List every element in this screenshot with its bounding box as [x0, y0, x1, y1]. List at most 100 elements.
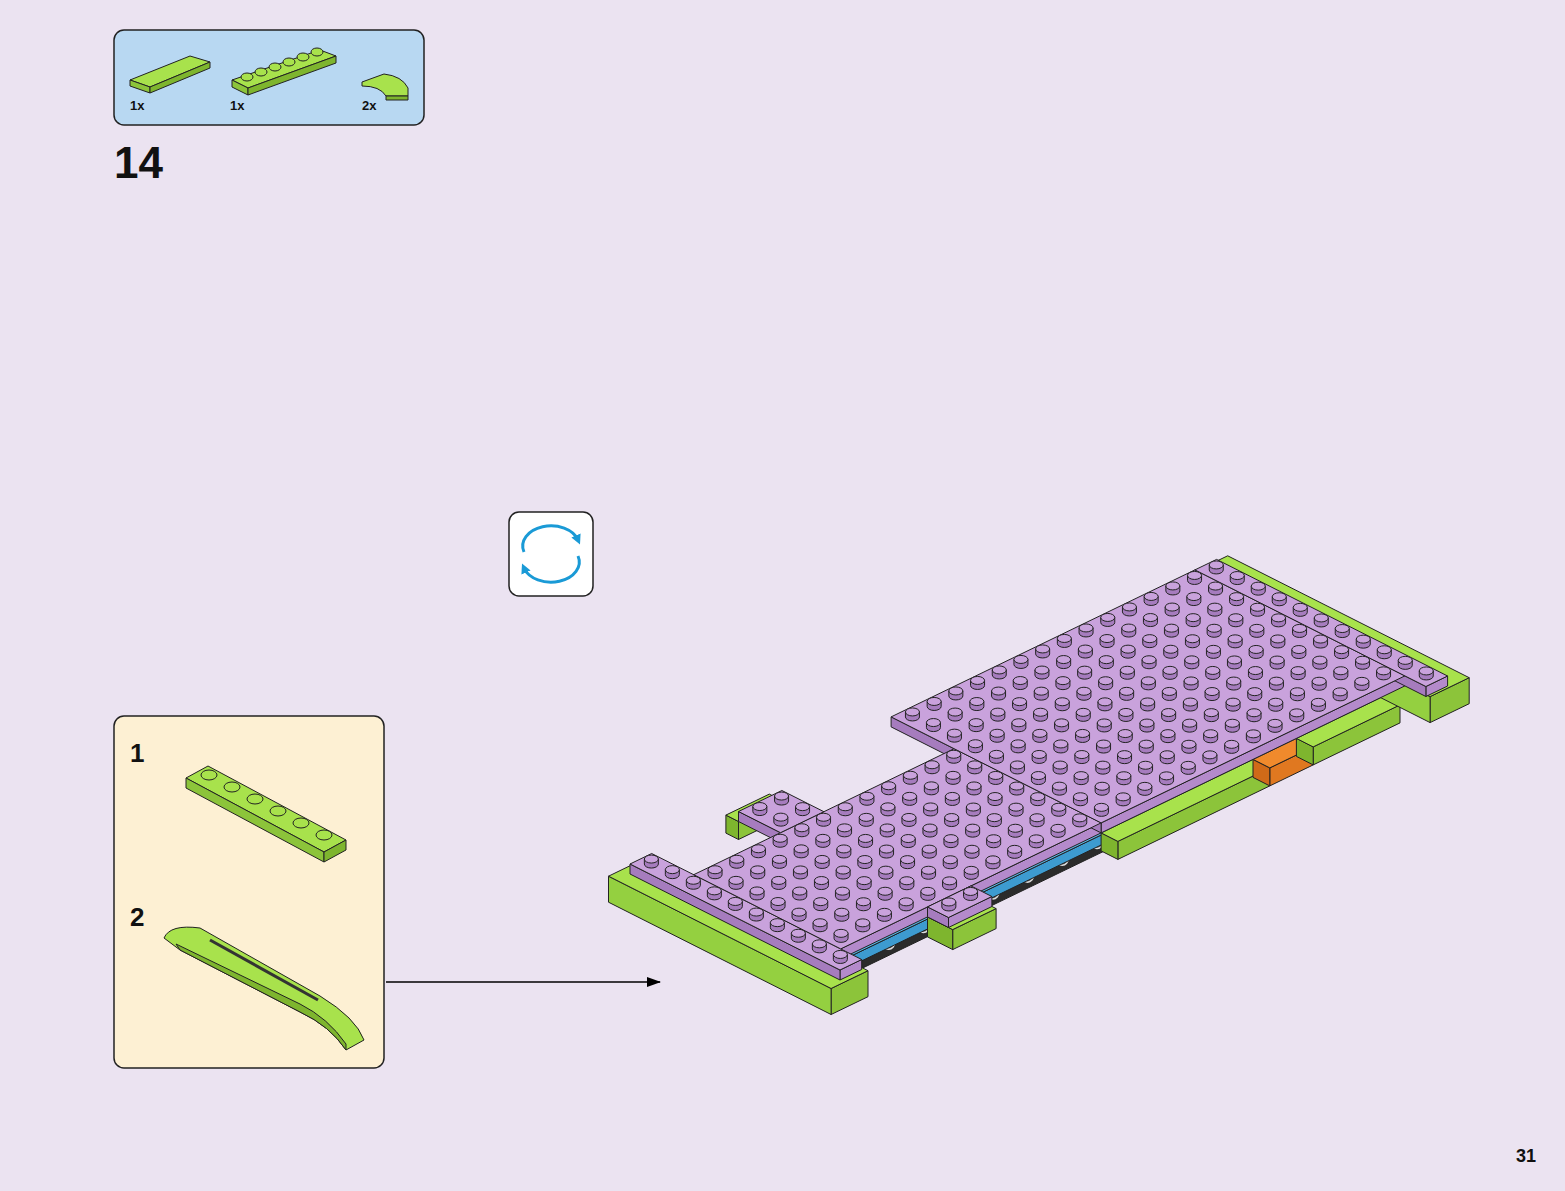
stud — [753, 803, 767, 816]
stud — [1101, 613, 1115, 626]
stud — [922, 866, 936, 879]
stud — [1161, 730, 1175, 743]
stud — [991, 708, 1005, 721]
stud — [992, 666, 1006, 679]
stud — [813, 919, 827, 932]
stud — [1187, 593, 1201, 606]
stud — [1053, 761, 1067, 774]
stud — [1312, 677, 1326, 690]
stud — [1055, 719, 1069, 732]
stud — [1268, 719, 1282, 732]
stud — [1035, 666, 1049, 679]
stud — [1034, 708, 1048, 721]
model — [609, 556, 1470, 1015]
stud — [772, 876, 786, 889]
stud — [751, 866, 765, 879]
parts-list-box: 1x1x2x — [114, 30, 424, 125]
stud — [1165, 603, 1179, 616]
stud — [992, 687, 1006, 700]
stud — [1117, 772, 1131, 785]
stud — [1183, 698, 1197, 711]
stud — [835, 887, 849, 900]
stud — [922, 845, 936, 858]
stud — [947, 729, 961, 742]
stud — [1096, 761, 1110, 774]
stud — [1207, 624, 1221, 637]
stud — [1356, 656, 1370, 669]
stud — [1271, 635, 1285, 648]
stud — [794, 845, 808, 858]
step-number: 14 — [114, 138, 163, 188]
stud — [814, 877, 828, 890]
stud — [1398, 656, 1412, 669]
stud — [770, 919, 784, 932]
stud — [1334, 667, 1348, 680]
stud — [903, 792, 917, 805]
curved-slope-part — [362, 74, 408, 100]
stud — [878, 887, 892, 900]
stud — [880, 845, 894, 858]
plate-top — [1195, 559, 1448, 686]
stud — [1270, 656, 1284, 669]
stud — [1143, 614, 1157, 627]
stud — [1250, 624, 1264, 637]
stud — [1073, 793, 1087, 806]
stud — [1012, 719, 1026, 732]
stud — [1073, 814, 1087, 827]
stud — [1230, 593, 1244, 606]
stud — [945, 792, 959, 805]
stud — [990, 729, 1004, 742]
stud — [1251, 603, 1265, 616]
stud — [926, 719, 940, 732]
stud — [1291, 667, 1305, 680]
stud — [1355, 677, 1369, 690]
stud — [1203, 751, 1217, 764]
stud — [903, 771, 917, 784]
stud — [1314, 614, 1328, 627]
stud — [1311, 698, 1325, 711]
stud — [1121, 645, 1135, 658]
stud — [1185, 656, 1199, 669]
stud — [1052, 803, 1066, 816]
stud — [1098, 698, 1112, 711]
page-number: 31 — [1516, 1146, 1536, 1167]
stud — [899, 898, 913, 911]
stud — [1209, 561, 1223, 574]
stud — [967, 782, 981, 795]
stud — [1141, 698, 1155, 711]
stud — [1226, 698, 1240, 711]
stud — [686, 876, 700, 889]
stud — [1225, 719, 1239, 732]
stud — [1292, 646, 1306, 659]
stud — [812, 940, 826, 953]
stud — [817, 813, 831, 826]
stud — [1230, 572, 1244, 585]
stud — [1122, 624, 1136, 637]
stud — [947, 750, 961, 763]
stud — [943, 877, 957, 890]
stud — [1144, 592, 1158, 605]
stud — [1208, 603, 1222, 616]
rotate-icon — [509, 512, 593, 596]
stud — [1008, 824, 1022, 837]
stud — [1269, 698, 1283, 711]
stud — [816, 834, 830, 847]
stud — [1356, 635, 1370, 648]
stud — [1056, 677, 1070, 690]
stud — [1313, 656, 1327, 669]
stud — [1097, 719, 1111, 732]
stud — [835, 908, 849, 921]
stud — [971, 676, 985, 689]
stud — [1206, 666, 1220, 679]
stud — [1013, 677, 1027, 690]
stud — [1055, 698, 1069, 711]
stud — [1054, 740, 1068, 753]
plate-top — [928, 886, 992, 918]
stud — [1290, 688, 1304, 701]
stud — [1228, 635, 1242, 648]
stud — [1247, 709, 1261, 722]
stud — [795, 824, 809, 837]
stud — [856, 898, 870, 911]
stud — [927, 697, 941, 710]
plate-top — [891, 570, 1405, 823]
